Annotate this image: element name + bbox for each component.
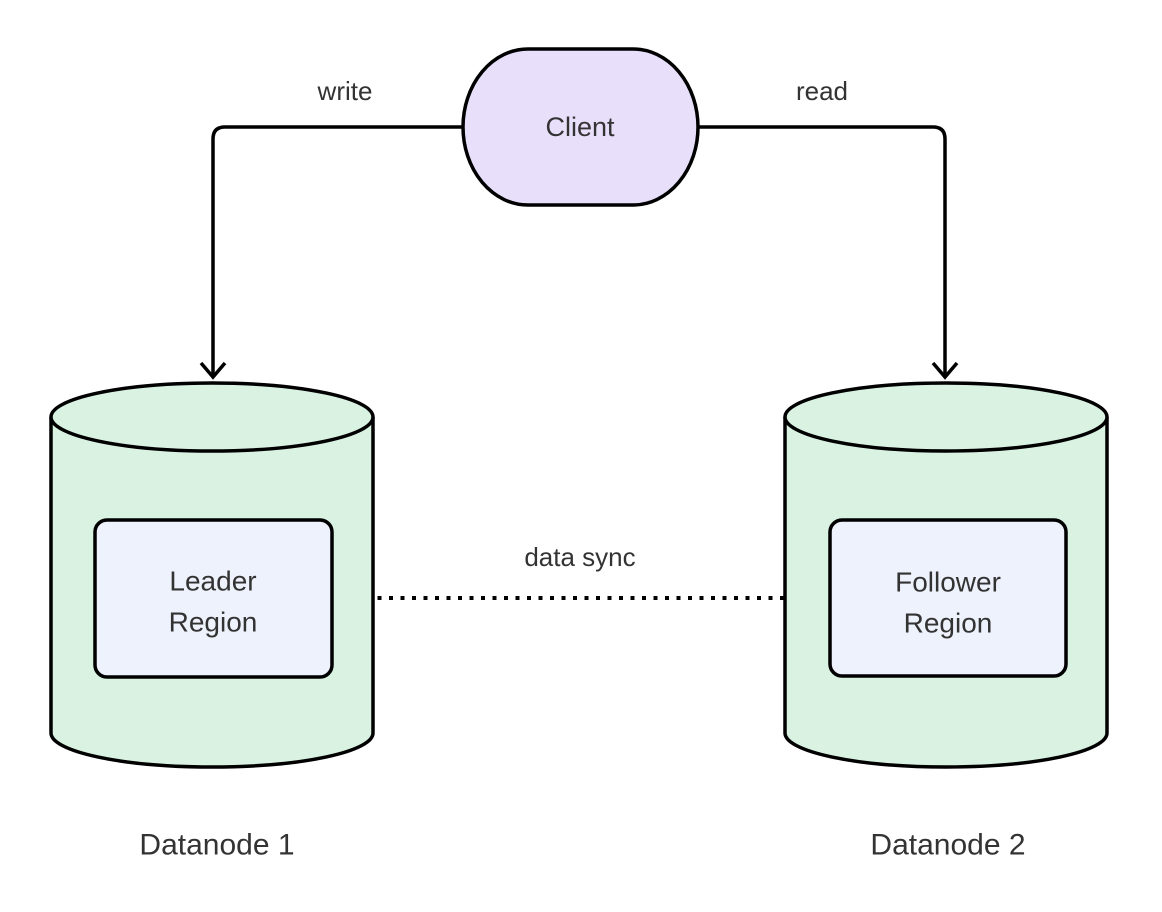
node-datanode1: Leader Region Datanode 1 [49,381,375,862]
edge-data-sync-label: data sync [524,542,635,572]
edge-write: write [199,76,463,380]
edge-read-line [698,125,947,377]
edge-data-sync: data sync [343,542,825,611]
edge-write-line [211,125,463,377]
leader-region-label-line1: Leader [169,566,256,597]
client-stadium-shape [461,47,700,207]
edge-read-label: read [796,76,848,106]
client-label: Client [545,112,615,142]
datanode1-caption: Datanode 1 [139,829,294,862]
follower-region-box [828,518,1068,678]
datanode2-caption: Datanode 2 [870,829,1025,862]
edge-write-arrowhead-icon [199,361,227,380]
edge-write-label: write [317,76,373,106]
datanode2-cylinder-top [783,381,1109,453]
leader-region-box [93,518,334,679]
datanode1-cylinder-top [49,381,375,453]
node-client: Client [461,47,700,207]
node-datanode2: Follower Region Datanode 2 [783,381,1109,862]
follower-region-label-line2: Region [904,608,993,639]
edge-read-arrowhead-icon [931,361,959,380]
edge-read: read [698,76,959,380]
leader-region-label-line2: Region [169,607,258,638]
follower-region-label-line1: Follower [895,567,1001,598]
